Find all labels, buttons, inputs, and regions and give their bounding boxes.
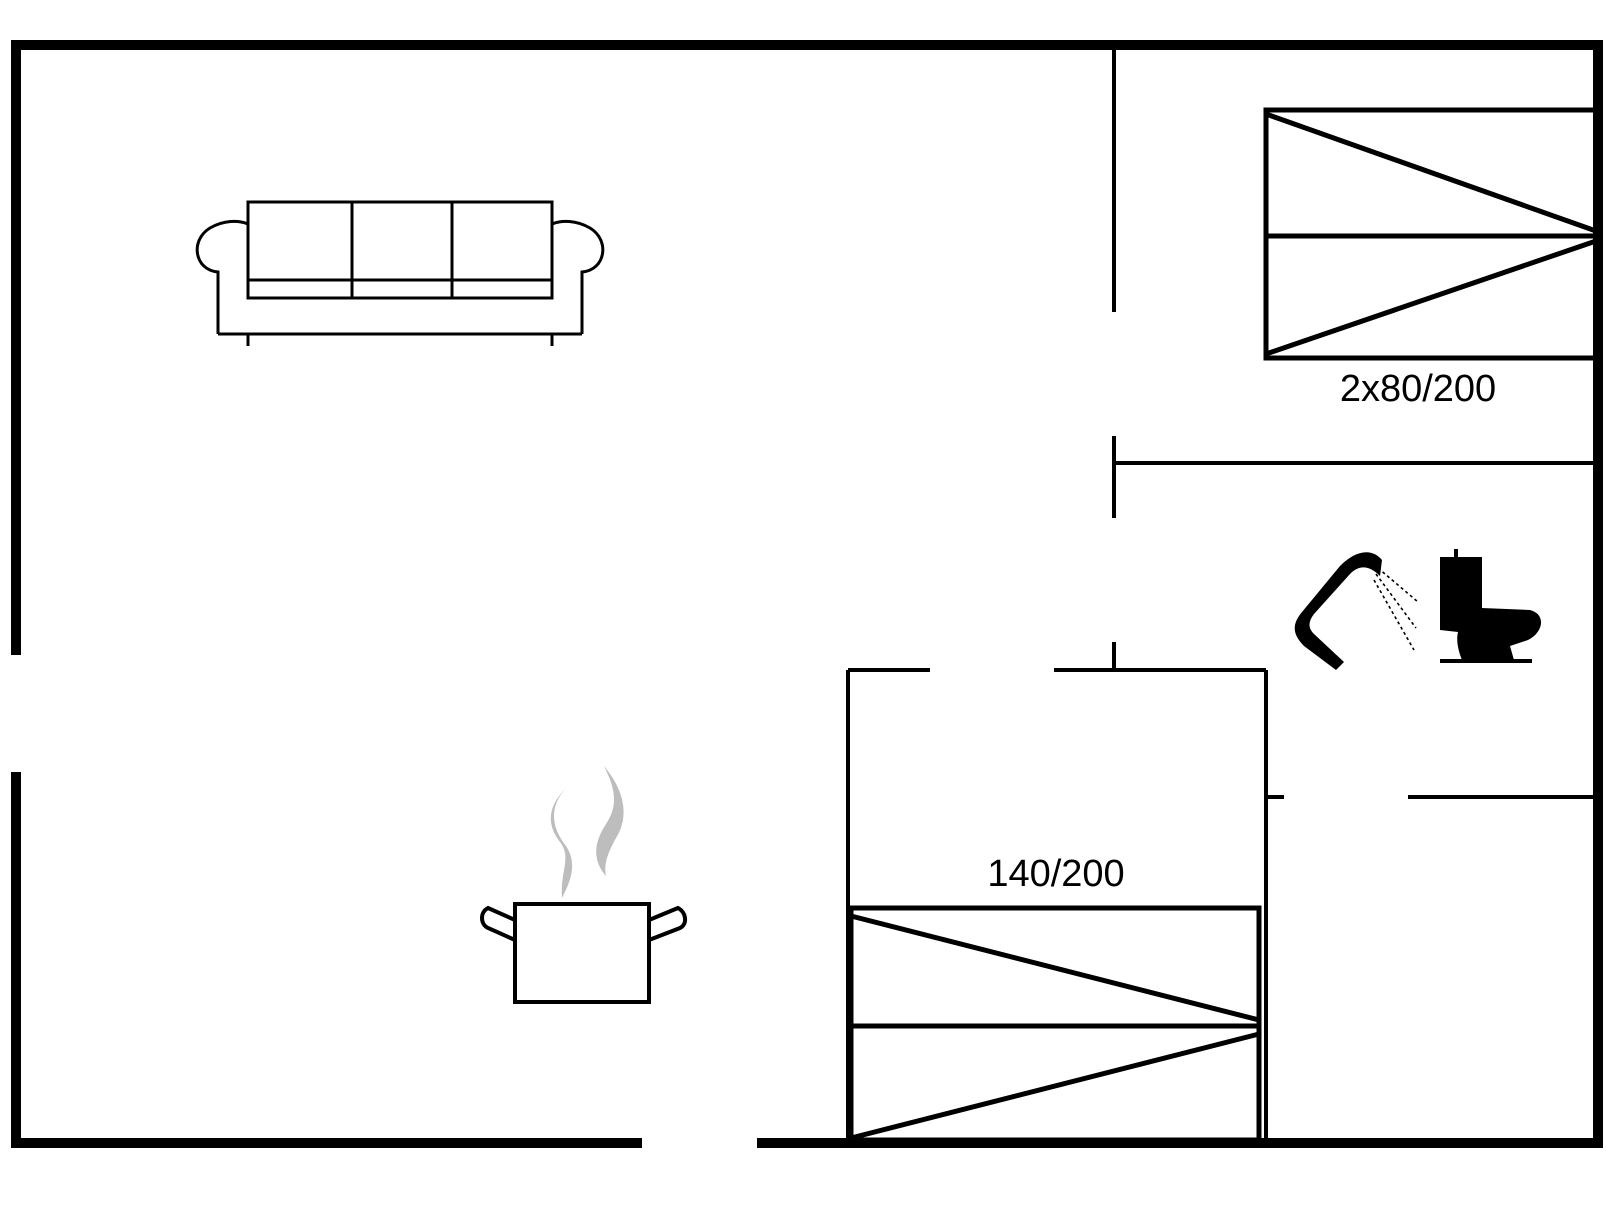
twin-bed-size-label: 2x80/200 [1340,368,1496,410]
outer-walls [11,40,1603,1148]
cooking-pot-icon [480,766,687,1004]
double-bed [848,905,1262,1143]
sofa-icon [195,200,605,346]
toilet-icon [1440,549,1542,663]
shower-icon [1294,552,1419,670]
interior-walls [846,48,1596,1140]
twin-bed [1263,107,1599,361]
double-bed-size-label: 140/200 [987,853,1124,895]
